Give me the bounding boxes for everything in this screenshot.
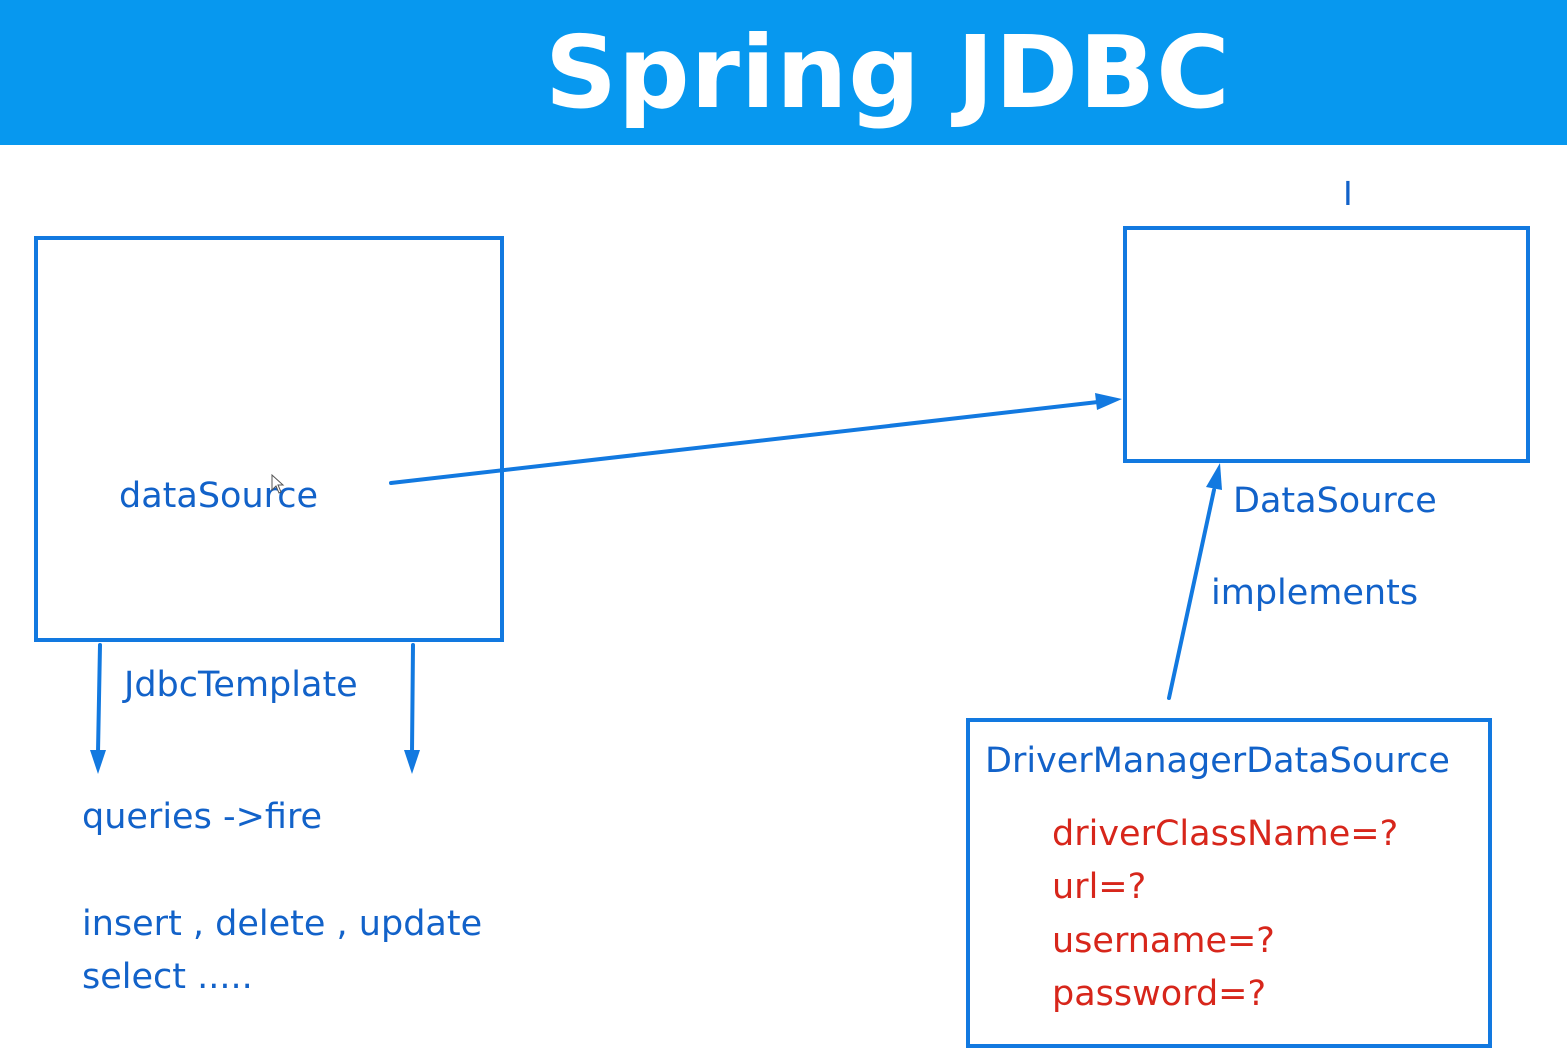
datasource-interface-box: [1123, 226, 1530, 463]
page-title: Spring JDBC: [545, 14, 1231, 131]
jdbc-template-box: [34, 236, 504, 642]
arrowhead-icon: [1095, 393, 1122, 410]
jdbc-left-down-arrow: [96, 643, 102, 754]
arrowhead-icon: [1206, 463, 1222, 490]
select-operations-text: select .....: [82, 957, 253, 997]
jdbc-right-down-arrow: [410, 643, 415, 754]
datasource-interface-label: DataSource: [1233, 481, 1437, 521]
queries-fire-text: queries ->fire: [82, 797, 323, 837]
driver-manager-datasource-box: [966, 718, 1492, 1048]
crud-operations-text: insert , delete , update: [82, 904, 483, 944]
arrowhead-icon: [90, 750, 106, 774]
title-bar: Spring JDBC: [0, 0, 1567, 145]
driver-manager-datasource-title: DriverManagerDataSource: [985, 741, 1450, 781]
property-url: url=?: [1052, 867, 1147, 907]
implements-arrow: [1167, 488, 1216, 700]
property-driver-class-name: driverClassName=?: [1052, 814, 1399, 854]
datasource-field-label: dataSource: [119, 476, 319, 516]
mouse-cursor-icon: [271, 474, 285, 494]
implements-label: implements: [1211, 573, 1419, 613]
interface-marker: I: [1343, 174, 1353, 213]
property-password: password=?: [1052, 974, 1267, 1014]
property-username: username=?: [1052, 921, 1275, 961]
arrowhead-icon: [404, 750, 420, 774]
jdbc-template-label: JdbcTemplate: [124, 665, 358, 705]
